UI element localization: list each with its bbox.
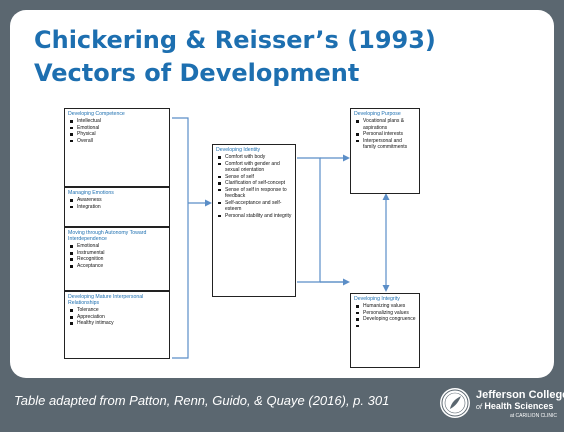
box-title: Developing Competence — [68, 111, 125, 117]
box-title: Developing Identity — [216, 147, 261, 153]
box-title: Managing Emotions — [68, 190, 114, 196]
list-item: Personal interests — [356, 131, 416, 138]
item-list: Intellectual Emotional Physical Overall — [68, 118, 166, 144]
list-item: Interpersonal and family commitments — [356, 138, 416, 151]
list-item: Comfort with gender and sexual orientati… — [218, 161, 292, 174]
logo-tagline: at CARILION CLINIC — [510, 413, 557, 419]
list-item: Sense of self in response to feedback — [218, 187, 292, 200]
list-item: Self-acceptance and self-esteem — [218, 200, 292, 213]
item-list: Awareness Integration — [68, 197, 166, 210]
item-list: Humanizing values Personalizing values D… — [354, 303, 416, 328]
arrowhead-identity — [205, 199, 212, 207]
logo-sub-of: of — [476, 404, 482, 411]
right-bracket-line — [297, 157, 321, 283]
box-interpersonal-relationships: Developing Mature Interpersonal Relation… — [64, 291, 170, 359]
box-developing-competence: Developing Competence Intellectual Emoti… — [64, 108, 170, 187]
box-title: Developing Purpose — [354, 111, 401, 117]
list-item: Personal stability and integrity — [218, 212, 292, 219]
college-logo: Jefferson College of Health Sciences at … — [440, 384, 564, 428]
box-title: Developing Integrity — [354, 296, 400, 302]
box-developing-integrity: Developing Integrity Humanizing values P… — [350, 293, 420, 368]
list-item: Tolerance — [70, 307, 166, 314]
list-item: Emotional — [70, 243, 166, 250]
list-item: Appreciation — [70, 314, 166, 321]
box-title: Moving through Autonomy Toward Interdepe… — [68, 230, 147, 243]
arrowhead-purpose — [343, 154, 350, 162]
item-list: Emotional Instrumental Recognition Accep… — [68, 243, 166, 269]
logo-name: Jefferson College — [476, 389, 564, 401]
arrowhead-down — [382, 285, 390, 292]
item-list: Comfort with body Comfort with gender an… — [216, 154, 292, 219]
box-managing-emotions: Managing Emotions Awareness Integration — [64, 187, 170, 227]
logo-subtitle: of Health Sciences — [476, 401, 553, 413]
arrowhead-integrity — [343, 278, 350, 286]
box-autonomy: Moving through Autonomy Toward Interdepe… — [64, 227, 170, 291]
list-item: Intellectual — [70, 118, 166, 125]
list-item: Acceptance — [70, 263, 166, 270]
slide-title-line-1: Chickering & Reisser’s (1993) — [34, 26, 436, 54]
item-list: Vocational plans & aspirations Personal … — [354, 118, 416, 151]
logo-sub-name: Health Sciences — [484, 401, 554, 411]
list-item: Physical — [70, 131, 166, 138]
list-item: Instrumental — [70, 250, 166, 257]
list-item: Sense of self — [218, 174, 292, 181]
list-item: Personalizing values — [356, 310, 416, 317]
list-item: Developing congruence — [356, 316, 416, 323]
slide-title: Chickering & Reisser’s (1993) Vectors of… — [34, 24, 514, 90]
slide-title-line-2: Vectors of Development — [34, 59, 360, 87]
box-title: Developing Mature Interpersonal Relation… — [68, 294, 144, 307]
item-list: Tolerance Appreciation Healthy intimacy — [68, 307, 166, 327]
list-item: Healthy intimacy — [70, 320, 166, 327]
list-item: Comfort with body — [218, 154, 292, 161]
list-item: Recognition — [70, 256, 166, 263]
list-item: Clarification of self-concept — [218, 180, 292, 187]
list-item: Integration — [70, 204, 166, 211]
list-item: Emotional — [70, 125, 166, 132]
box-developing-identity: Developing Identity Comfort with body Co… — [212, 144, 296, 297]
list-item: Humanizing values — [356, 303, 416, 310]
seal-icon — [440, 388, 470, 418]
list-item: Vocational plans & aspirations — [356, 118, 416, 131]
list-item: Overall — [70, 138, 166, 145]
citation-footer: Table adapted from Patton, Renn, Guido, … — [14, 393, 390, 408]
arrowhead-up — [382, 193, 390, 200]
list-item: Awareness — [70, 197, 166, 204]
box-developing-purpose: Developing Purpose Vocational plans & as… — [350, 108, 420, 194]
left-bracket-line — [172, 117, 189, 359]
